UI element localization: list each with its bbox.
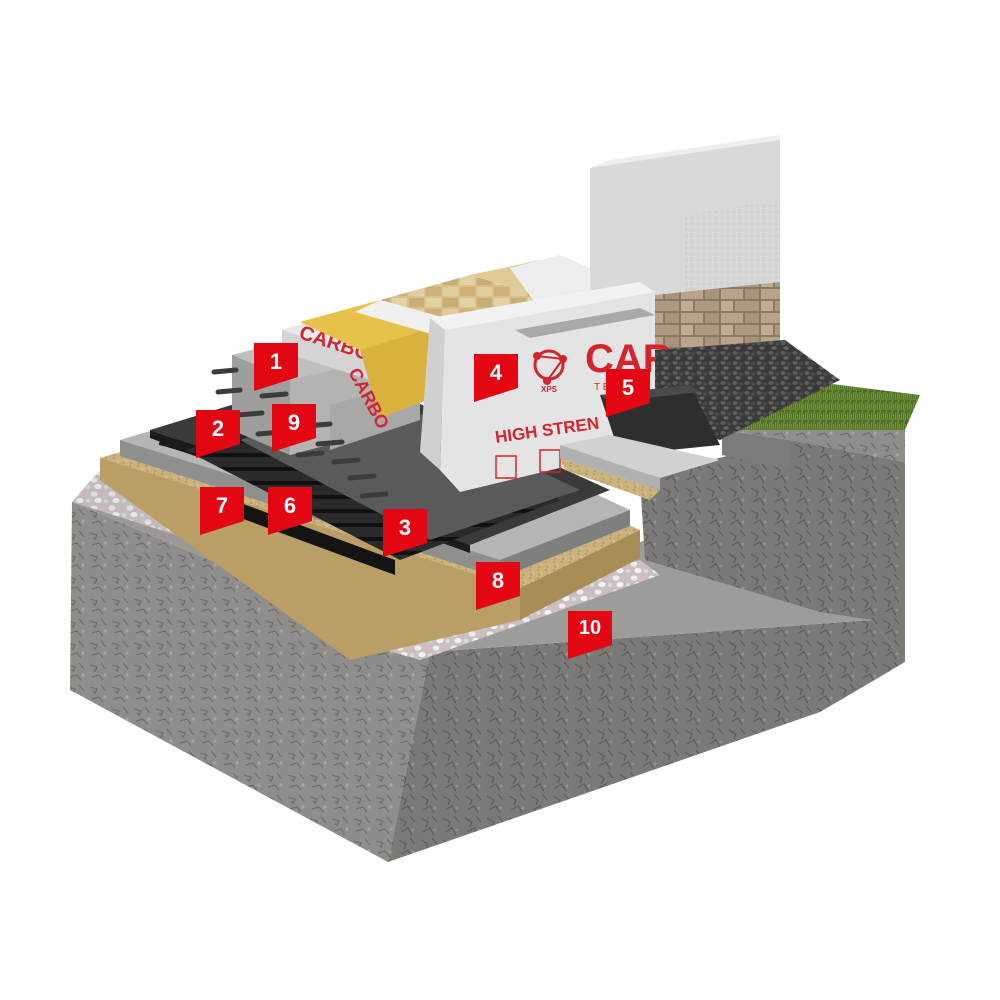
marker-flag-shape <box>268 487 312 535</box>
marker-number: 10 <box>578 617 602 639</box>
marker-number: 5 <box>621 375 635 400</box>
marker-flag-shape <box>476 562 520 610</box>
raised-ground-grass-block <box>640 380 920 662</box>
layer-marker-9: 9 <box>272 404 316 452</box>
marker-number: 1 <box>269 349 283 374</box>
marker-flag-shape <box>474 354 518 402</box>
layer-marker-10: 10 <box>568 611 612 659</box>
xps-logo-icon <box>533 349 567 385</box>
feature-icon-2 <box>539 449 561 473</box>
layer-marker-1: 1 <box>254 343 298 391</box>
marker-flag-shape <box>383 509 427 557</box>
marker-flag-shape <box>272 404 316 452</box>
marker-number: 7 <box>215 493 229 518</box>
marker-flag-shape <box>200 487 244 535</box>
layer-marker-3: 3 <box>383 509 427 557</box>
marker-number: 8 <box>491 568 505 593</box>
brand-subtext: T E <box>594 382 610 393</box>
metal-flashing <box>515 308 655 338</box>
marker-flag-shape <box>196 410 240 458</box>
stone-cladding <box>655 282 780 355</box>
marker-number: 2 <box>211 416 225 441</box>
xps-badge-text: XPS <box>541 385 558 394</box>
marker-flag-shape <box>568 611 612 659</box>
marker-flag-shape <box>606 369 650 417</box>
layer-marker-8: 8 <box>476 562 520 610</box>
marker-number: 9 <box>287 410 301 435</box>
layer-marker-6: 6 <box>268 487 312 535</box>
layer-marker-2: 2 <box>196 410 240 458</box>
rebar-ends <box>211 367 389 499</box>
marker-number: 3 <box>398 515 412 540</box>
feature-icon-1 <box>495 455 517 479</box>
marker-flag-shape <box>254 343 298 391</box>
layer-marker-4: 4 <box>474 354 518 402</box>
marker-number: 6 <box>283 493 297 518</box>
blind-area-slab <box>560 435 720 500</box>
layer-marker-7: 7 <box>200 487 244 535</box>
grass-surface <box>722 380 920 430</box>
facade-render-panel <box>685 200 780 295</box>
marker-number: 4 <box>489 360 503 385</box>
layer-marker-5: 5 <box>606 369 650 417</box>
